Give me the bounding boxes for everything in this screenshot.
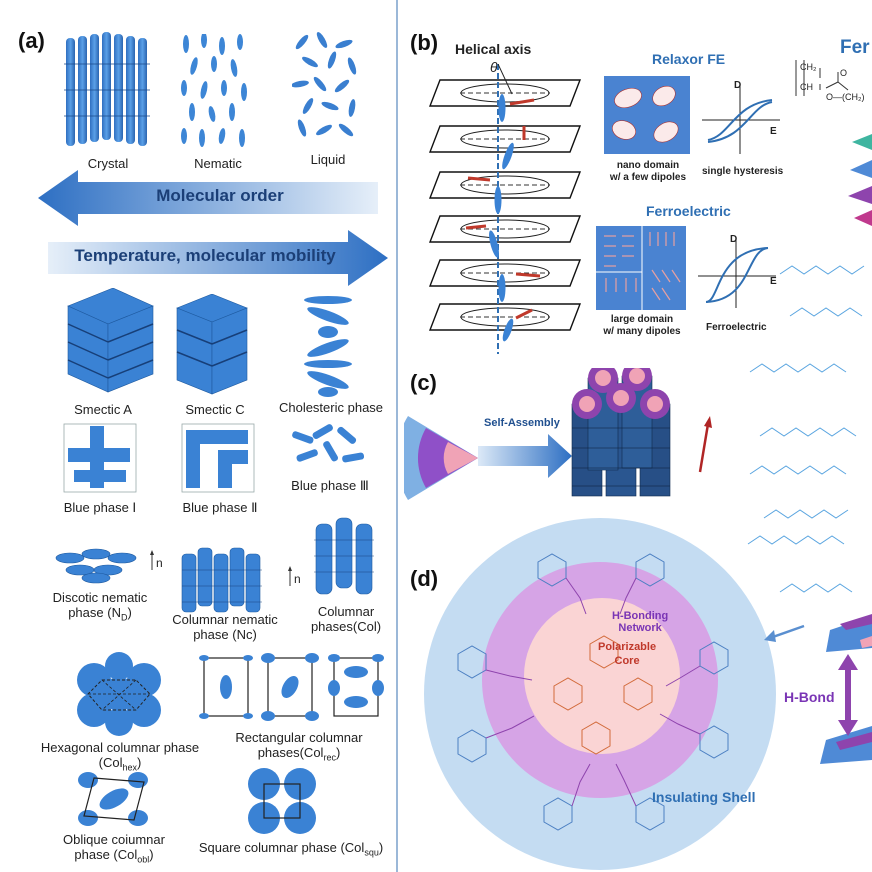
ferroelectric-title: Ferroelectric: [646, 203, 731, 219]
fer-cut-title: Fer: [840, 37, 870, 58]
helical-stack-illustration: [428, 64, 582, 354]
insulating-shell-label: Insulating Shell: [652, 789, 756, 805]
hexagonal-columnar-label: Hexagonal columnar phase (Colhex): [40, 740, 200, 773]
panel-a-label: (a): [18, 28, 45, 53]
smectic-a-illustration: [67, 288, 154, 393]
polymer-o: O: [840, 68, 848, 78]
wedge-molecule-illustration: [404, 416, 478, 500]
nematic-label: Nematic: [194, 156, 242, 171]
polymer-ch2: CH₂: [800, 62, 817, 72]
blue-phase-1-label: Blue phase Ⅰ: [63, 500, 137, 515]
theta-label: θ: [490, 59, 498, 75]
columnar-nematic-illustration: [181, 547, 262, 613]
blue-phase-3-label: Blue phase Ⅲ: [291, 478, 369, 493]
single-hysteresis-plot: [702, 86, 780, 154]
oblique-columnar-label: Oblique coiumnar phase (Colobl): [63, 832, 165, 865]
core-shell-illustration: [424, 518, 776, 870]
panel-divider: [396, 0, 398, 872]
n-label-1: n: [156, 556, 163, 570]
discotic-nematic-illustration: [55, 548, 137, 584]
self-assembly-label: Self-Assembly: [484, 417, 560, 429]
polarization-arrow: [698, 416, 712, 473]
molecular-order-label: Molecular order: [156, 186, 284, 205]
relaxor-fe-title: Relaxor FE: [652, 51, 726, 67]
helical-axis-label: Helical axis: [455, 41, 532, 57]
axis-d-1: D: [734, 80, 742, 91]
polymer-tail: O—(CH₂): [826, 92, 865, 102]
nematic-illustration: [181, 34, 247, 147]
smectic-c-label: Smectic C: [185, 402, 245, 417]
panel-d-label: (d): [410, 566, 439, 591]
polymer-structure: [795, 60, 849, 96]
self-assembly-arrow: [478, 434, 572, 478]
liquid-label: Liquid: [310, 152, 346, 167]
smectic-c-illustration: [176, 294, 248, 395]
liquid-illustration: [292, 32, 357, 137]
ferroelectric-domain-illustration: [596, 226, 686, 310]
temperature-arrow: [48, 230, 388, 286]
crystal-illustration: [64, 32, 150, 146]
panel-b-label: (b): [410, 30, 439, 55]
columnar-illustration: [314, 517, 374, 595]
crystal-label: Crystal: [87, 156, 129, 171]
ferroelectric-label: Ferroelectric: [706, 322, 767, 333]
zoom-arrow: [764, 624, 805, 642]
h-bond-stack-illustration: [820, 614, 872, 764]
ferroelectric-hysteresis-plot: [698, 240, 776, 308]
temperature-label: Temperature, molecular mobility: [74, 246, 336, 265]
columnar-assembly-illustration: [571, 368, 671, 497]
blue-phase-3-illustration: [292, 424, 365, 463]
n-label-2: n: [294, 572, 301, 586]
cholesteric-label: Cholesteric phase: [278, 400, 384, 415]
h-bond-label: H-Bond: [784, 689, 835, 705]
rectangular-columnar-illustration: [199, 653, 384, 721]
blue-phase-2-illustration: [181, 423, 255, 493]
axis-d-2: D: [730, 234, 738, 245]
hexagonal-columnar-illustration: [77, 652, 161, 736]
blue-phase-1-illustration: [63, 423, 137, 493]
square-columnar-label: Square columnar phase (Colsqu): [198, 840, 384, 858]
axis-e-1: E: [770, 126, 777, 137]
oblique-columnar-illustration: [78, 772, 148, 826]
helix-3d-fragment: [848, 134, 872, 226]
square-columnar-illustration: [248, 768, 316, 834]
smectic-a-label: Smectic A: [74, 402, 132, 417]
cholesteric-illustration: [304, 296, 352, 397]
single-hysteresis-label: single hysteresis: [702, 166, 784, 177]
discotic-nematic-label: Discotic nematic phase (ND): [52, 590, 148, 623]
relaxor-domain-illustration: [604, 76, 690, 154]
rectangular-columnar-label: Rectangular columnar phases(Colrec): [235, 730, 363, 763]
blue-phase-2-label: Blue phase Ⅱ: [182, 500, 258, 515]
panel-c-label: (c): [410, 370, 437, 395]
alkyl-chains-illustration: [747, 265, 865, 593]
axis-e-2: E: [770, 276, 777, 287]
polymer-ch: CH: [800, 82, 813, 92]
molecular-order-arrow: [38, 170, 378, 226]
n-arrow-1: n: [150, 550, 163, 570]
